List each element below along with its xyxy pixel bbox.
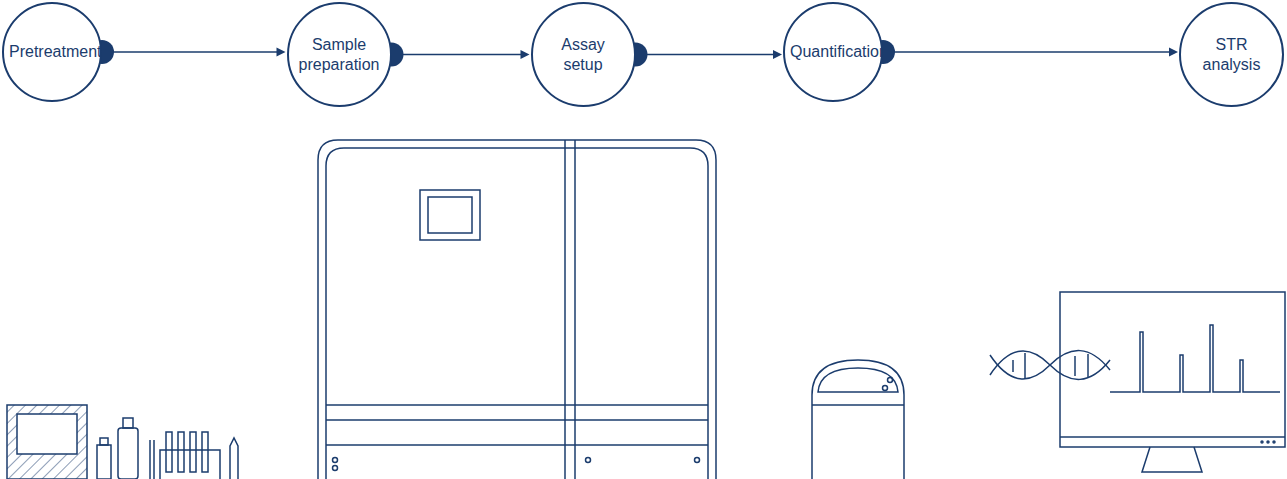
flow-arrow — [624, 43, 783, 67]
step-label: Pretreatment — [9, 42, 95, 61]
flow-arrow — [380, 43, 530, 67]
step-circle: Quantification — [783, 2, 883, 102]
flow-arrow — [90, 40, 286, 64]
qpcr-instrument — [812, 360, 904, 479]
flow-arrow — [871, 40, 1178, 64]
step-label: Quantification — [790, 42, 876, 61]
step-label: Assay setup — [540, 35, 626, 73]
lab-supplies — [7, 405, 238, 479]
extraction-instrument — [318, 140, 716, 479]
step-label: STR analysis — [1189, 35, 1275, 73]
analysis-monitor — [990, 292, 1285, 472]
step-circle: Sample preparation — [287, 2, 392, 107]
step-circle: Pretreatment — [2, 2, 102, 102]
step-circle: STR analysis — [1179, 2, 1284, 107]
step-label: Sample preparation — [296, 35, 382, 73]
step-circle: Assay setup — [531, 2, 636, 107]
